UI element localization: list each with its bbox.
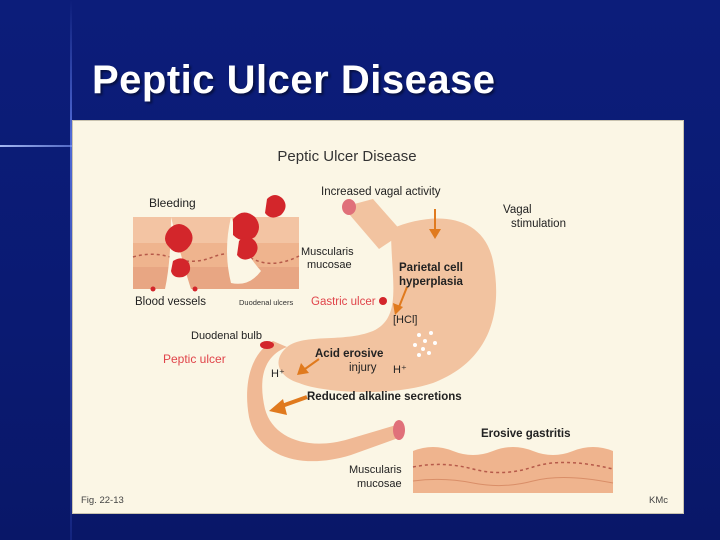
- slide-title: Peptic Ulcer Disease: [92, 58, 496, 102]
- figure-title: Peptic Ulcer Disease: [277, 148, 416, 165]
- label-muscularis-bottom: Muscularis: [349, 464, 402, 476]
- label-blood-vessels: Blood vessels: [135, 296, 206, 308]
- label-credit: KMc: [649, 495, 668, 506]
- label-stimulation: stimulation: [511, 218, 566, 230]
- erosive-gastritis-tissue: [412, 447, 614, 493]
- ulcer-cross-section: [132, 195, 300, 292]
- label-vagal: Vagal: [503, 204, 532, 216]
- label-reduced-alkaline: Reduced alkaline secretions: [307, 391, 462, 403]
- label-hcl: [HCl]: [393, 314, 417, 326]
- label-mucosae: mucosae: [307, 259, 352, 271]
- label-bleeding: Bleeding: [149, 196, 196, 210]
- label-increased-vagal: Increased vagal activity: [321, 186, 441, 198]
- figure-illustration: Peptic Ulcer Disease: [81, 148, 668, 506]
- decorative-vertical-line: [70, 0, 72, 540]
- label-peptic-ulcer: Peptic ulcer: [163, 352, 226, 366]
- arrows: [269, 209, 441, 415]
- label-gastric-ulcer: Gastric ulcer: [311, 296, 376, 308]
- label-parietal-cell: Parietal cell: [399, 262, 463, 274]
- label-duodenal-bulb: Duodenal bulb: [191, 330, 262, 342]
- label-acid-erosive: Acid erosive: [315, 348, 383, 360]
- peptic-ulcer-figure: Peptic Ulcer Disease: [72, 120, 684, 514]
- label-hyperplasia: hyperplasia: [399, 276, 464, 288]
- stomach-illustration: [247, 199, 497, 462]
- label-h-plus-right: H⁺: [393, 364, 407, 376]
- label-injury: injury: [349, 362, 377, 374]
- label-erosive-gastritis: Erosive gastritis: [481, 428, 570, 440]
- label-duodenal-ulcers: Duodenal ulcers: [239, 298, 293, 307]
- label-mucosae-bottom: mucosae: [357, 478, 402, 490]
- label-h-plus-left: H⁺: [271, 368, 285, 380]
- label-muscularis: Muscularis: [301, 246, 354, 258]
- label-fig-number: Fig. 22-13: [81, 495, 124, 506]
